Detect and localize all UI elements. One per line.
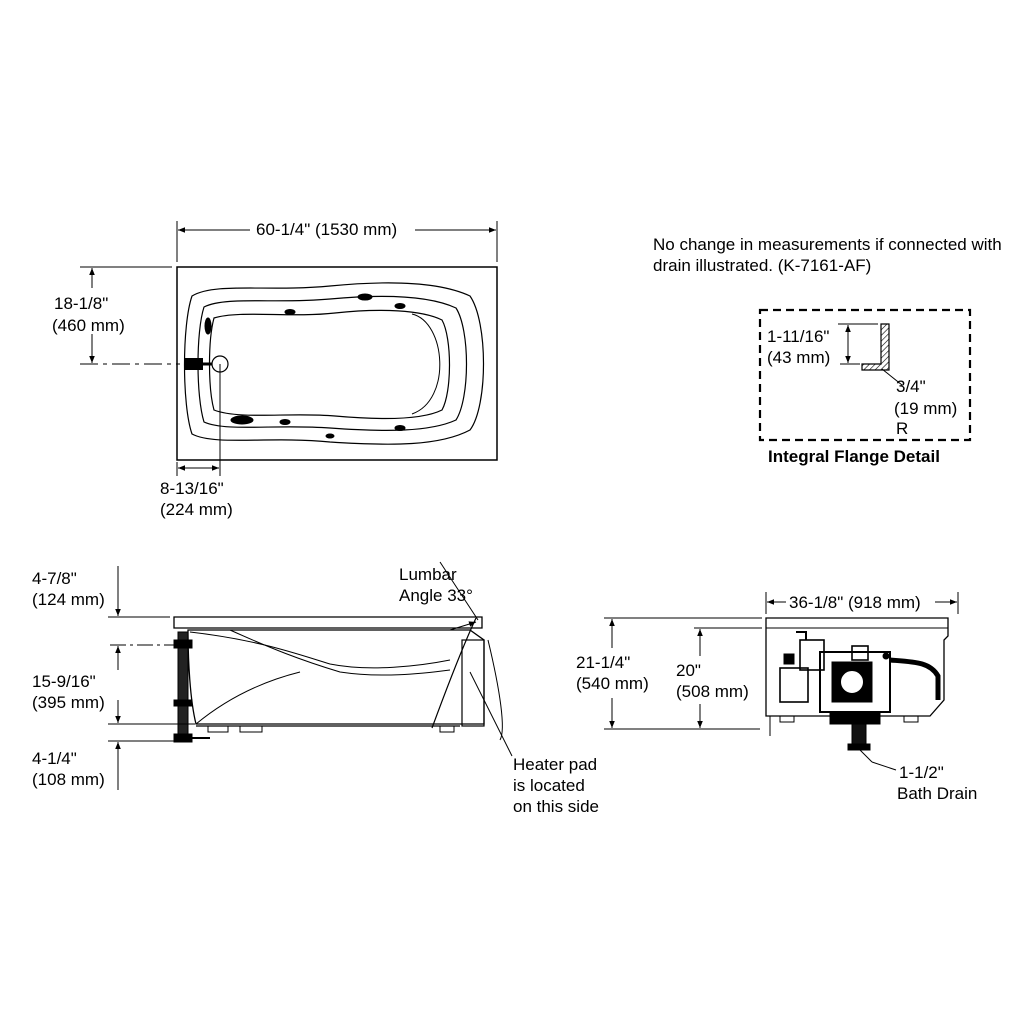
- drain-end-dimension: [176, 462, 219, 476]
- side-view-drawing: [110, 616, 503, 743]
- tub-rim-inner: [197, 295, 468, 431]
- flange-detail-title: Integral Flange Detail: [768, 447, 940, 466]
- end-depth-label: 36-1/8" (918 mm): [786, 592, 924, 613]
- jet: [394, 303, 406, 309]
- tub-basin: [208, 309, 451, 420]
- side-dimensions: [108, 561, 513, 790]
- flange-radius-inch: 3/4": [896, 377, 926, 396]
- tub-skirt-side: [187, 629, 485, 725]
- heater-label-line3: on this side: [513, 797, 599, 816]
- flange-detail-box: [758, 308, 972, 442]
- side-bottom-inch: 4-1/4": [32, 749, 77, 768]
- end-dimensions: [604, 592, 959, 730]
- lumbar-label-line2: Angle 33°: [399, 586, 473, 605]
- heater-label-line1: Heater pad: [513, 755, 598, 774]
- jet: [394, 425, 406, 431]
- drain-side-inch: 18-1/8": [54, 294, 109, 313]
- side-middle-inch: 15-9/16": [32, 672, 96, 691]
- end-total-mm: (540 mm): [576, 674, 649, 693]
- end-total-inch: 21-1/4": [576, 653, 631, 672]
- flange-height-mm: (43 mm): [767, 348, 831, 367]
- flange-height-inch: 1-11/16": [767, 327, 830, 346]
- drain-end-mm: (224 mm): [160, 500, 233, 519]
- jet: [230, 415, 254, 425]
- width-dimension: [176, 221, 498, 262]
- lumbar-label-line1: Lumbar: [399, 565, 457, 584]
- side-top-mm: (124 mm): [32, 590, 105, 609]
- end-drain-size: 1-1/2": [899, 763, 944, 782]
- end-inner-mm: (508 mm): [676, 682, 749, 701]
- jet: [279, 419, 291, 425]
- flange-radius-letter: R: [896, 419, 909, 438]
- side-bottom-mm: (108 mm): [32, 770, 105, 789]
- end-drain-label: Bath Drain: [897, 784, 978, 803]
- top-view-drawing: [80, 266, 498, 476]
- flange-radius-mm: (19 mm): [894, 399, 958, 418]
- drain-side-mm: (460 mm): [52, 316, 125, 335]
- jet: [325, 433, 335, 439]
- jet: [357, 293, 373, 301]
- drain-note: No change in measurements if connected w…: [653, 235, 1002, 275]
- tub-rim-outer: [183, 282, 485, 445]
- flange-profile: [861, 323, 890, 371]
- width-label: 60-1/4" (1530 mm): [253, 219, 401, 240]
- end-view-drawing: [765, 617, 949, 771]
- drain-side-dimension: [80, 266, 172, 363]
- jet: [204, 317, 212, 335]
- bath-drain: [851, 723, 867, 745]
- heater-label-line2: is located: [513, 776, 585, 795]
- jet: [284, 309, 296, 315]
- end-inner-inch: 20": [676, 661, 701, 680]
- side-top-inch: 4-7/8": [32, 569, 77, 588]
- drain-end-inch: 8-13/16": [160, 479, 224, 498]
- side-middle-mm: (395 mm): [32, 693, 105, 712]
